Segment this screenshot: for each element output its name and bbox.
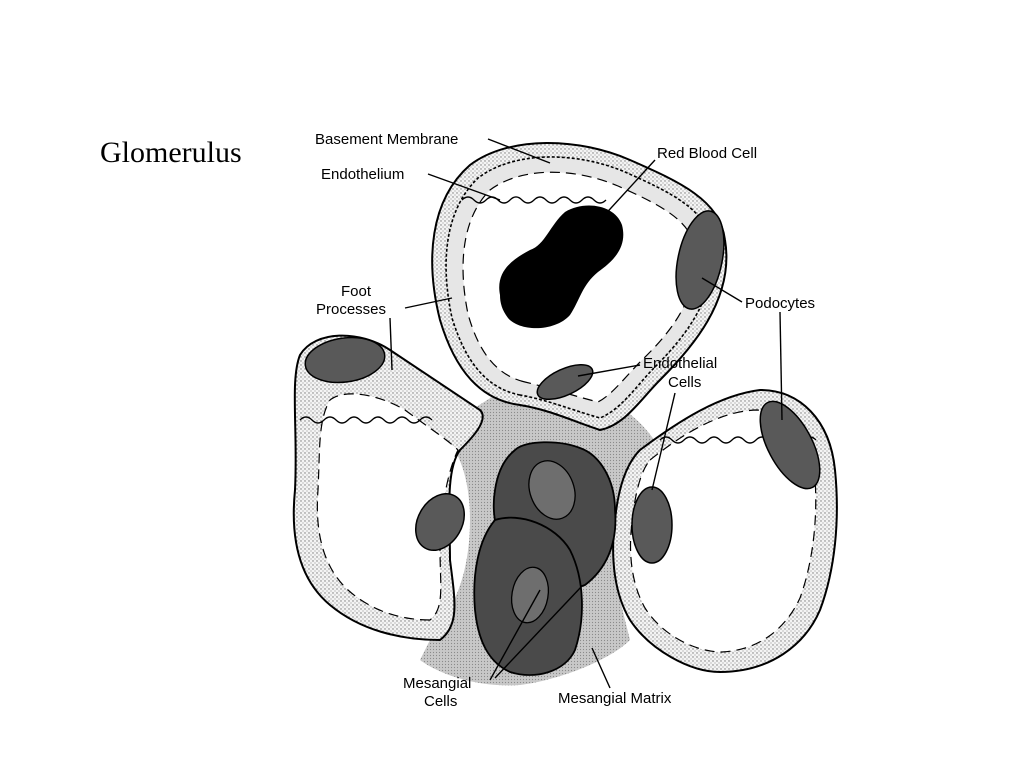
label-endothelial-cells-line1: Endothelial <box>643 355 717 372</box>
leader-foot-processes-b <box>389 317 393 371</box>
leader-foot-processes-a <box>404 297 453 309</box>
leader-podocytes-a <box>701 277 743 303</box>
right-capillary-lumen <box>629 409 817 653</box>
label-endothelial-cells-line2: Cells <box>668 374 701 391</box>
slide-title: Glomerulus <box>100 136 242 169</box>
label-endothelium: Endothelium <box>321 166 404 183</box>
label-foot-processes-line1: Foot <box>341 283 372 300</box>
endothelial-cell-top <box>536 363 594 401</box>
leader-mesangial-cells-a <box>489 589 541 681</box>
leader-mesangial-matrix <box>591 647 611 689</box>
leader-mesangial-cells-b <box>494 585 583 679</box>
endothelial-cell-left <box>415 493 465 551</box>
leader-podocytes-b <box>779 311 783 421</box>
podocyte-right <box>759 400 821 490</box>
label-basement-membrane: Basement Membrane <box>315 131 458 148</box>
endothelial-cell-right <box>631 486 673 564</box>
label-mesangial-matrix: Mesangial Matrix <box>558 690 672 707</box>
leader-basement-membrane <box>487 138 551 164</box>
red-blood-cell <box>499 205 624 329</box>
leader-endothelium <box>427 173 501 201</box>
foot-processes-left <box>299 416 433 424</box>
leader-endothelial-cells-b <box>651 392 676 491</box>
foot-processes-top <box>461 196 607 204</box>
leader-endothelial-cells-a <box>577 364 641 377</box>
label-mesangial-cells-line2: Cells <box>424 693 457 710</box>
label-podocytes: Podocytes <box>745 295 815 312</box>
label-mesangial-cells-line1: Mesangial <box>403 675 471 692</box>
label-red-blood-cell: Red Blood Cell <box>657 145 757 162</box>
label-foot-processes-line2: Processes <box>316 301 386 318</box>
mesangial-nucleus-upper <box>528 460 576 520</box>
podocyte-left <box>304 336 386 384</box>
mesangial-nucleus-lower <box>510 566 550 624</box>
leader-red-blood-cell <box>599 159 656 221</box>
